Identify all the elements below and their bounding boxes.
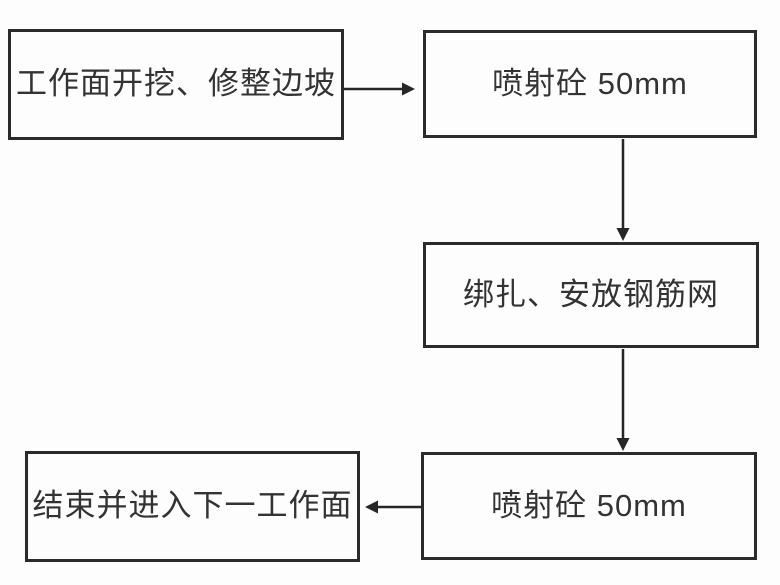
- arrow-shotcrete2-to-finish: [365, 500, 421, 514]
- node-rebar-mesh-label: 绑扎、安放钢筋网: [463, 276, 719, 312]
- arrow-excavate-to-shotcrete1: [344, 82, 415, 96]
- node-shotcrete-second-label: 喷射砼 50mm: [491, 487, 687, 523]
- node-shotcrete-first: 喷射砼 50mm: [423, 30, 757, 138]
- node-finish-next-face: 结束并进入下一工作面: [25, 451, 360, 562]
- arrow-rebar-to-shotcrete2: [616, 349, 630, 451]
- node-finish-next-face-label: 结束并进入下一工作面: [32, 488, 353, 524]
- node-shotcrete-first-label: 喷射砼 50mm: [492, 65, 688, 101]
- arrow-shotcrete1-to-rebar: [616, 139, 630, 241]
- node-excavate-slope: 工作面开挖、修整边坡: [8, 29, 344, 140]
- node-excavate-slope-label: 工作面开挖、修整边坡: [16, 66, 336, 102]
- node-rebar-mesh: 绑扎、安放钢筋网: [423, 242, 759, 348]
- node-shotcrete-second: 喷射砼 50mm: [421, 452, 757, 560]
